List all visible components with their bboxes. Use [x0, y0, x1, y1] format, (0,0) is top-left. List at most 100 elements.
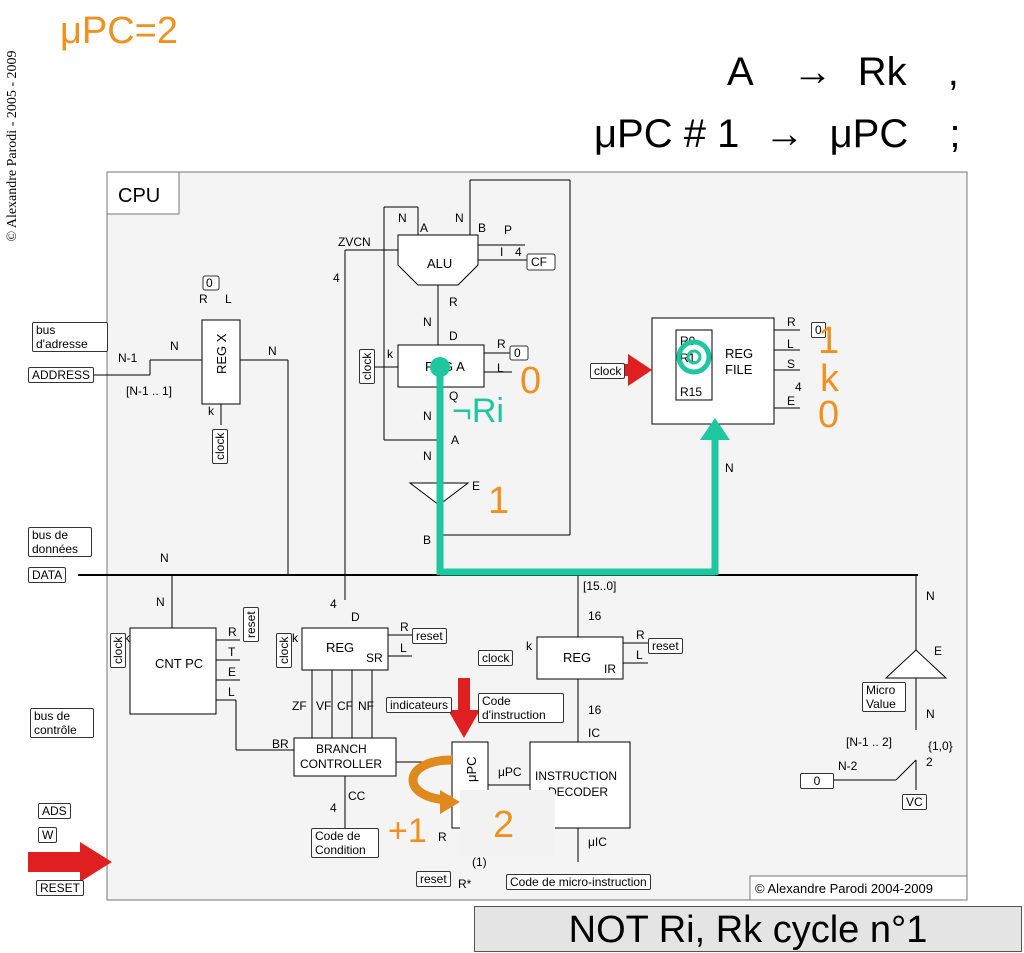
plus-one-label: +1 [388, 812, 427, 850]
sr-k: k [292, 631, 299, 645]
regfile-r-zero-tag: 0 [811, 322, 826, 338]
indicateurs-tag: indicateurs [386, 697, 453, 713]
upc-title: μPC=2 [60, 10, 179, 52]
upc-register-label: μPC [464, 756, 479, 782]
decoder-label-a: INSTRUCTION [535, 769, 617, 783]
cf-tag [526, 253, 556, 271]
micro-n2: N-2 [838, 759, 858, 773]
instr1-right: Rk [857, 50, 907, 94]
cf-label: CF [531, 255, 547, 269]
alu-b-n: N [455, 211, 464, 225]
reg-sr-block [301, 627, 389, 671]
instr2-arrow: → [764, 112, 805, 156]
instr2-punct: ; [949, 112, 961, 156]
cc-label: CC [348, 789, 366, 803]
reg-file-label-a: REG [725, 346, 753, 361]
alu-r-label: R [449, 295, 458, 309]
ir-l: L [636, 648, 643, 662]
reg-x-r-zero: 0 [206, 276, 213, 290]
zvcn-width: 4 [333, 271, 340, 285]
bus-adresse-tag: bus d'adresse [32, 322, 108, 352]
sr-l: L [400, 641, 407, 655]
data-tag[interactable]: DATA [28, 567, 67, 583]
red-arrow-control [28, 842, 112, 882]
sr-r: R [400, 620, 409, 634]
instr-line2: μPC # 1 → μPC ; [594, 112, 960, 157]
regfile-clock-tag: clock [590, 363, 626, 379]
regfile-e: E [787, 394, 795, 408]
regfile-s-width: 4 [795, 380, 802, 394]
reg-a-clock-tag: clock [359, 348, 375, 384]
neg-ri-label: ¬Ri [452, 392, 504, 430]
rstar-label: R* [458, 877, 472, 891]
bus-controle-tag: bus de contrôle [30, 708, 94, 738]
ir-range: [15..0] [583, 579, 616, 593]
reg-a-q: Q [449, 389, 458, 403]
flag-cf: CF [337, 699, 353, 713]
cpu-label: CPU [118, 185, 160, 207]
micro-e: E [934, 644, 942, 658]
flag-nf: NF [358, 699, 374, 713]
buffer-e: E [472, 479, 480, 493]
reg-x-block [201, 319, 241, 405]
flag-zf: ZF [292, 699, 307, 713]
upc-increment-loop [408, 755, 453, 805]
cycle-footer: NOT Ri, Rk cycle n°1 [474, 906, 1022, 952]
reg-x-l: L [225, 292, 232, 306]
upc-reset-tag: reset [416, 871, 451, 887]
alu-block [397, 234, 479, 286]
micro-n: N [926, 707, 935, 721]
pc-n: N [156, 595, 165, 609]
w-tag[interactable]: W [38, 827, 58, 843]
sr-reset-tag: reset [412, 628, 447, 644]
red-arrow-upc [448, 678, 480, 738]
uic-label: μIC [588, 835, 607, 849]
reg-x-out-n: N [170, 339, 179, 353]
code-instruction-tag: Code d'instruction [478, 693, 564, 723]
reg-x-clock-tag: clock [212, 428, 228, 464]
pc-k: k [124, 631, 131, 645]
pc-reset-tag: reset [243, 607, 259, 642]
regfile-s-value: k [820, 358, 839, 400]
reg-a-r: R [497, 337, 506, 351]
sr-clock-tag: clock [276, 632, 292, 668]
copyright-box [749, 875, 968, 901]
ic-label: IC [588, 726, 600, 740]
instr-line1: A → Rk , [727, 50, 959, 95]
address-tag[interactable]: ADDRESS [28, 367, 95, 383]
instr2-left: μPC # 1 [594, 112, 740, 156]
instr1-left: A [727, 50, 752, 94]
upc-value-panel [460, 790, 555, 856]
regfile-l: L [787, 337, 794, 351]
flag-vf: VF [316, 699, 331, 713]
reg-x-n: N [268, 344, 277, 358]
micro-range: [N-1 .. 2] [846, 735, 892, 749]
reg-a-k: k [387, 347, 394, 361]
regfile-r-value: 1 [818, 320, 840, 362]
sr-label: SR [366, 651, 383, 665]
ir-in-width: 16 [588, 609, 602, 623]
micro-value-tag: Micro Value [862, 682, 906, 712]
code-condition-tag: Code de Condition [311, 828, 379, 858]
rega-l-value: 0 [520, 360, 542, 402]
cc-width: 4 [330, 801, 337, 815]
reset-tag[interactable]: RESET [36, 880, 85, 896]
pc-clock-tag: clock [110, 632, 126, 668]
ads-tag[interactable]: ADS [38, 803, 71, 819]
reg-file-block [651, 317, 775, 425]
sr-d: D [351, 610, 360, 624]
cpu-label-box [106, 171, 180, 215]
micro-set: {1,0} [928, 739, 953, 753]
alu-p-label: P [504, 223, 512, 237]
ir-out-width: 16 [588, 703, 602, 717]
teal-arrowhead [700, 418, 730, 440]
reg-x-k: k [208, 404, 215, 418]
regfile-r: R [787, 315, 796, 329]
reg-a-d-label: D [449, 329, 458, 343]
cnt-pc-block [129, 627, 217, 715]
reg-x-r: R [199, 292, 208, 306]
reg-a-l: L [497, 361, 504, 375]
pc-bus-n: N [160, 551, 169, 565]
reg-a-out-n2: N [423, 449, 432, 463]
paren1-label: (1) [472, 855, 487, 869]
